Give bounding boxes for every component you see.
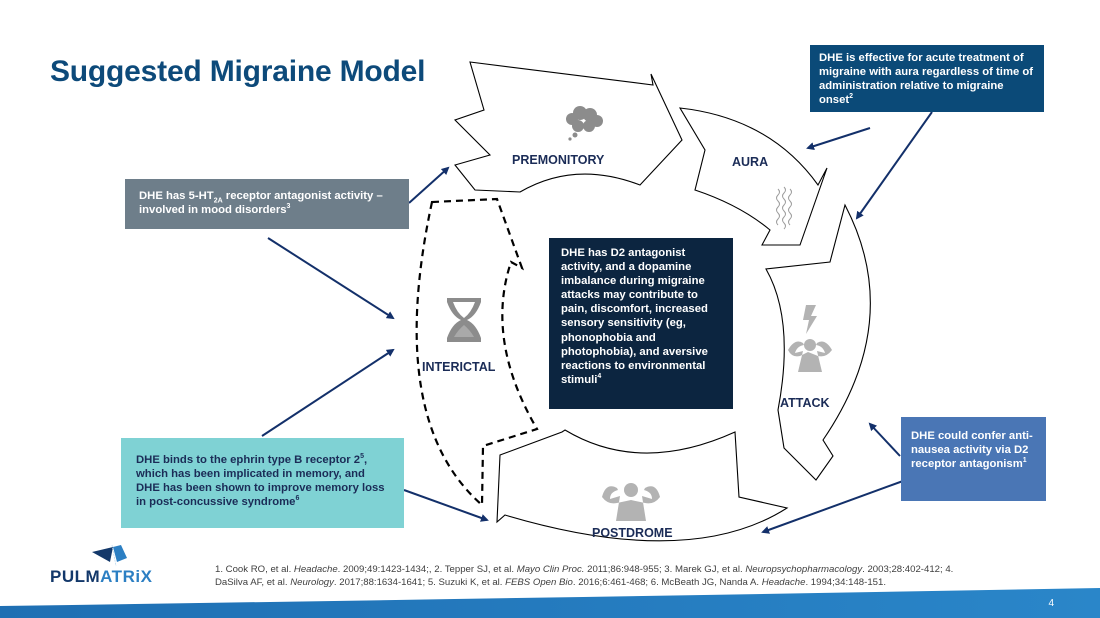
arrow-ephrin-to-postdrome xyxy=(403,489,489,522)
ref-1-journal: Headache xyxy=(293,564,338,575)
arrow-nausea-to-attack xyxy=(868,422,901,457)
postdrome-segment xyxy=(496,429,789,542)
ref-1-detail: . 2009;49:1423-1434;, xyxy=(337,564,435,575)
ref-1: 1. Cook RO, et al. xyxy=(215,564,294,575)
logo-part-2: ATRiX xyxy=(100,567,153,586)
callout-aura-efficacy: DHE is effective for acute treatment of … xyxy=(810,45,1044,112)
ref-2-detail: 2011;86:948-955; xyxy=(584,564,665,575)
pulmatrix-logo: PULMATRiX xyxy=(50,567,152,587)
arrow-nausea-to-postdrome xyxy=(761,480,904,534)
hourglass-icon xyxy=(447,298,481,342)
phase-label-premonitory: PREMONITORY xyxy=(512,153,605,167)
aura-segment xyxy=(678,107,828,246)
ref-4: DaSilva AF, et al. xyxy=(215,577,291,588)
references: 1. Cook RO, et al. Headache. 2009;49:142… xyxy=(215,563,1055,589)
callout-text: DHE has D2 antagonist activity, and a do… xyxy=(561,247,708,386)
ref-2-journal: Mayo Clin Proc. xyxy=(516,564,585,575)
callout-5ht2a-antagonist: DHE has 5-HT2A receptor antagonist activ… xyxy=(125,179,409,229)
arrow-mood-to-interictal xyxy=(267,237,395,320)
phase-label-aura: AURA xyxy=(732,155,769,169)
callout-text: , which has been implicated in memory, a… xyxy=(136,454,385,508)
citation: 6 xyxy=(295,495,300,503)
ref-6-journal: Headache xyxy=(761,577,806,588)
ref-3-journal: Neuropsychopharmacology xyxy=(745,564,863,575)
slide-title: Suggested Migraine Model xyxy=(50,55,426,88)
arrow-ephrin-to-interictal xyxy=(261,348,395,437)
arrow-mood-to-premonitory xyxy=(408,166,450,204)
thought-cloud-icon xyxy=(566,106,603,141)
interictal-segment xyxy=(415,197,539,508)
callout-text: DHE is effective for acute treatment of … xyxy=(819,52,1034,106)
callout-text: DHE could confer anti-nausea activity vi… xyxy=(911,430,1033,470)
citation: 4 xyxy=(597,373,602,381)
premonitory-segment xyxy=(453,61,683,193)
citation: 1 xyxy=(1022,457,1027,465)
callout-text: DHE binds to the ephrin type B receptor … xyxy=(136,454,361,466)
arrow-aura-callout-to-aura xyxy=(806,127,871,150)
ref-3-detail: . 2003;28:402-412; 4. xyxy=(862,564,954,575)
logo-part-1: PULM xyxy=(50,567,101,586)
ref-5-detail: . 2016;6:461-468; xyxy=(572,577,651,588)
ref-2: 2. Tepper SJ, et al. xyxy=(434,564,517,575)
footer-band xyxy=(0,588,1100,618)
ref-6-detail: . 1994;34:148-151. xyxy=(805,577,886,588)
citation: 3 xyxy=(286,203,291,211)
page-number: 4 xyxy=(1048,598,1054,609)
ref-4-detail: . 2017;88:1634-1641; xyxy=(333,577,428,588)
phase-label-interictal: INTERICTAL xyxy=(422,360,496,374)
subscript: 2A xyxy=(213,197,223,205)
callout-ephrin-receptor: DHE binds to the ephrin type B receptor … xyxy=(121,438,404,528)
phase-label-attack: ATTACK xyxy=(780,396,830,410)
callout-anti-nausea: DHE could confer anti-nausea activity vi… xyxy=(901,417,1046,501)
callout-text: receptor antagonist activity – involved … xyxy=(139,190,383,216)
wavy-lines-icon xyxy=(776,186,792,230)
pulmatrix-logo-mark xyxy=(92,544,127,567)
ref-5-journal: FEBS Open Bio xyxy=(505,577,573,588)
headache-person-icon xyxy=(602,483,660,521)
callout-d2-antagonist: DHE has D2 antagonist activity, and a do… xyxy=(549,238,733,409)
arrow-aura-callout-to-attack xyxy=(855,111,933,220)
lightning-headache-person-icon xyxy=(788,305,832,372)
ref-6: 6. McBeath JG, Nanda A. xyxy=(650,577,762,588)
ref-5: 5. Suzuki K, et al. xyxy=(427,577,506,588)
citation: 5 xyxy=(360,453,364,461)
ref-4-journal: Neurology xyxy=(290,577,334,588)
phase-label-postdrome: POSTDROME xyxy=(592,526,673,540)
ref-3: 3. Marek GJ, et al. xyxy=(664,564,746,575)
callout-text: DHE has 5-HT xyxy=(139,190,214,202)
citation: 2 xyxy=(849,93,854,101)
